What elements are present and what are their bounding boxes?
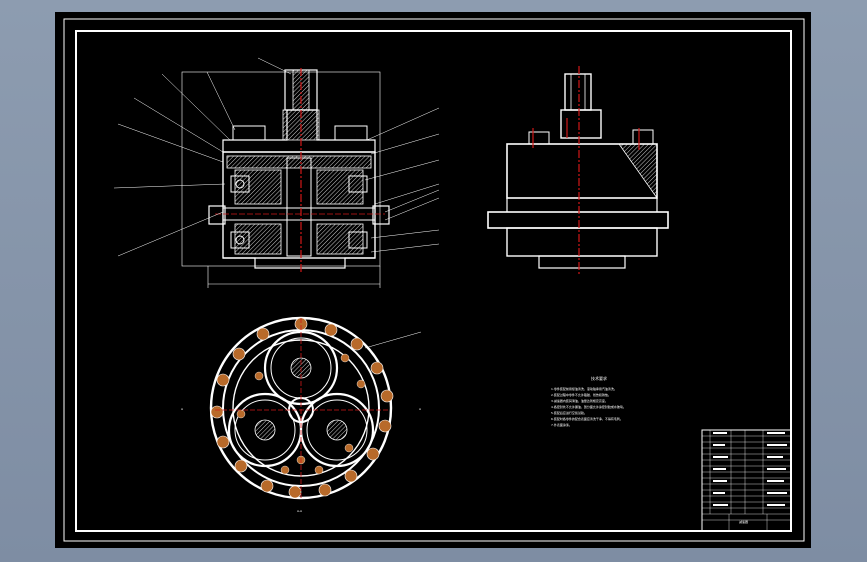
inner-border [75,30,792,532]
drawing-sheet: A A A-A 技术要求 1.零件装配前用煤油清洗，滚动轴承用汽油清洗。 2.装… [55,12,811,548]
section-view-label: A-A [297,509,303,513]
notes-title: 技术要求 [591,375,607,381]
planetary-section-view [209,316,422,500]
note-line: 4.各密封处不允许漏油，剖分面允许涂密封胶或水玻璃。 [551,404,626,409]
cad-drawing: A A A-A 技术要求 1.零件装配前用煤油清洗，滚动轴承用汽油清洗。 2.装… [63,18,805,542]
front-section-view [113,57,440,288]
right-section-mark: A [419,407,422,411]
technical-notes: 技术要求 1.零件装配前用煤油清洗，滚动轴承用汽油清洗。 2.装配过程中零件不允… [551,375,626,427]
note-line: 1.零件装配前用煤油清洗，滚动轴承用汽油清洗。 [551,386,617,391]
title-block [701,429,792,532]
side-view [487,66,669,276]
outer-border [63,18,805,542]
note-line: 5.装配后应进行空载试验。 [551,410,587,415]
note-line: 6.装配时各零件的配合表面应清洗干净，不得有毛刺。 [551,416,623,421]
note-line: 2.装配过程中零件不允许磕碰、划伤和锈蚀。 [551,392,611,397]
note-line: 3.减速器内装润滑油，油量达到规定高度。 [551,398,608,403]
left-section-mark: A [181,407,184,411]
bolt-holes [210,317,394,499]
title-block-name: 减速器 [739,519,748,524]
note-line: 7.外表面涂漆。 [551,422,572,427]
